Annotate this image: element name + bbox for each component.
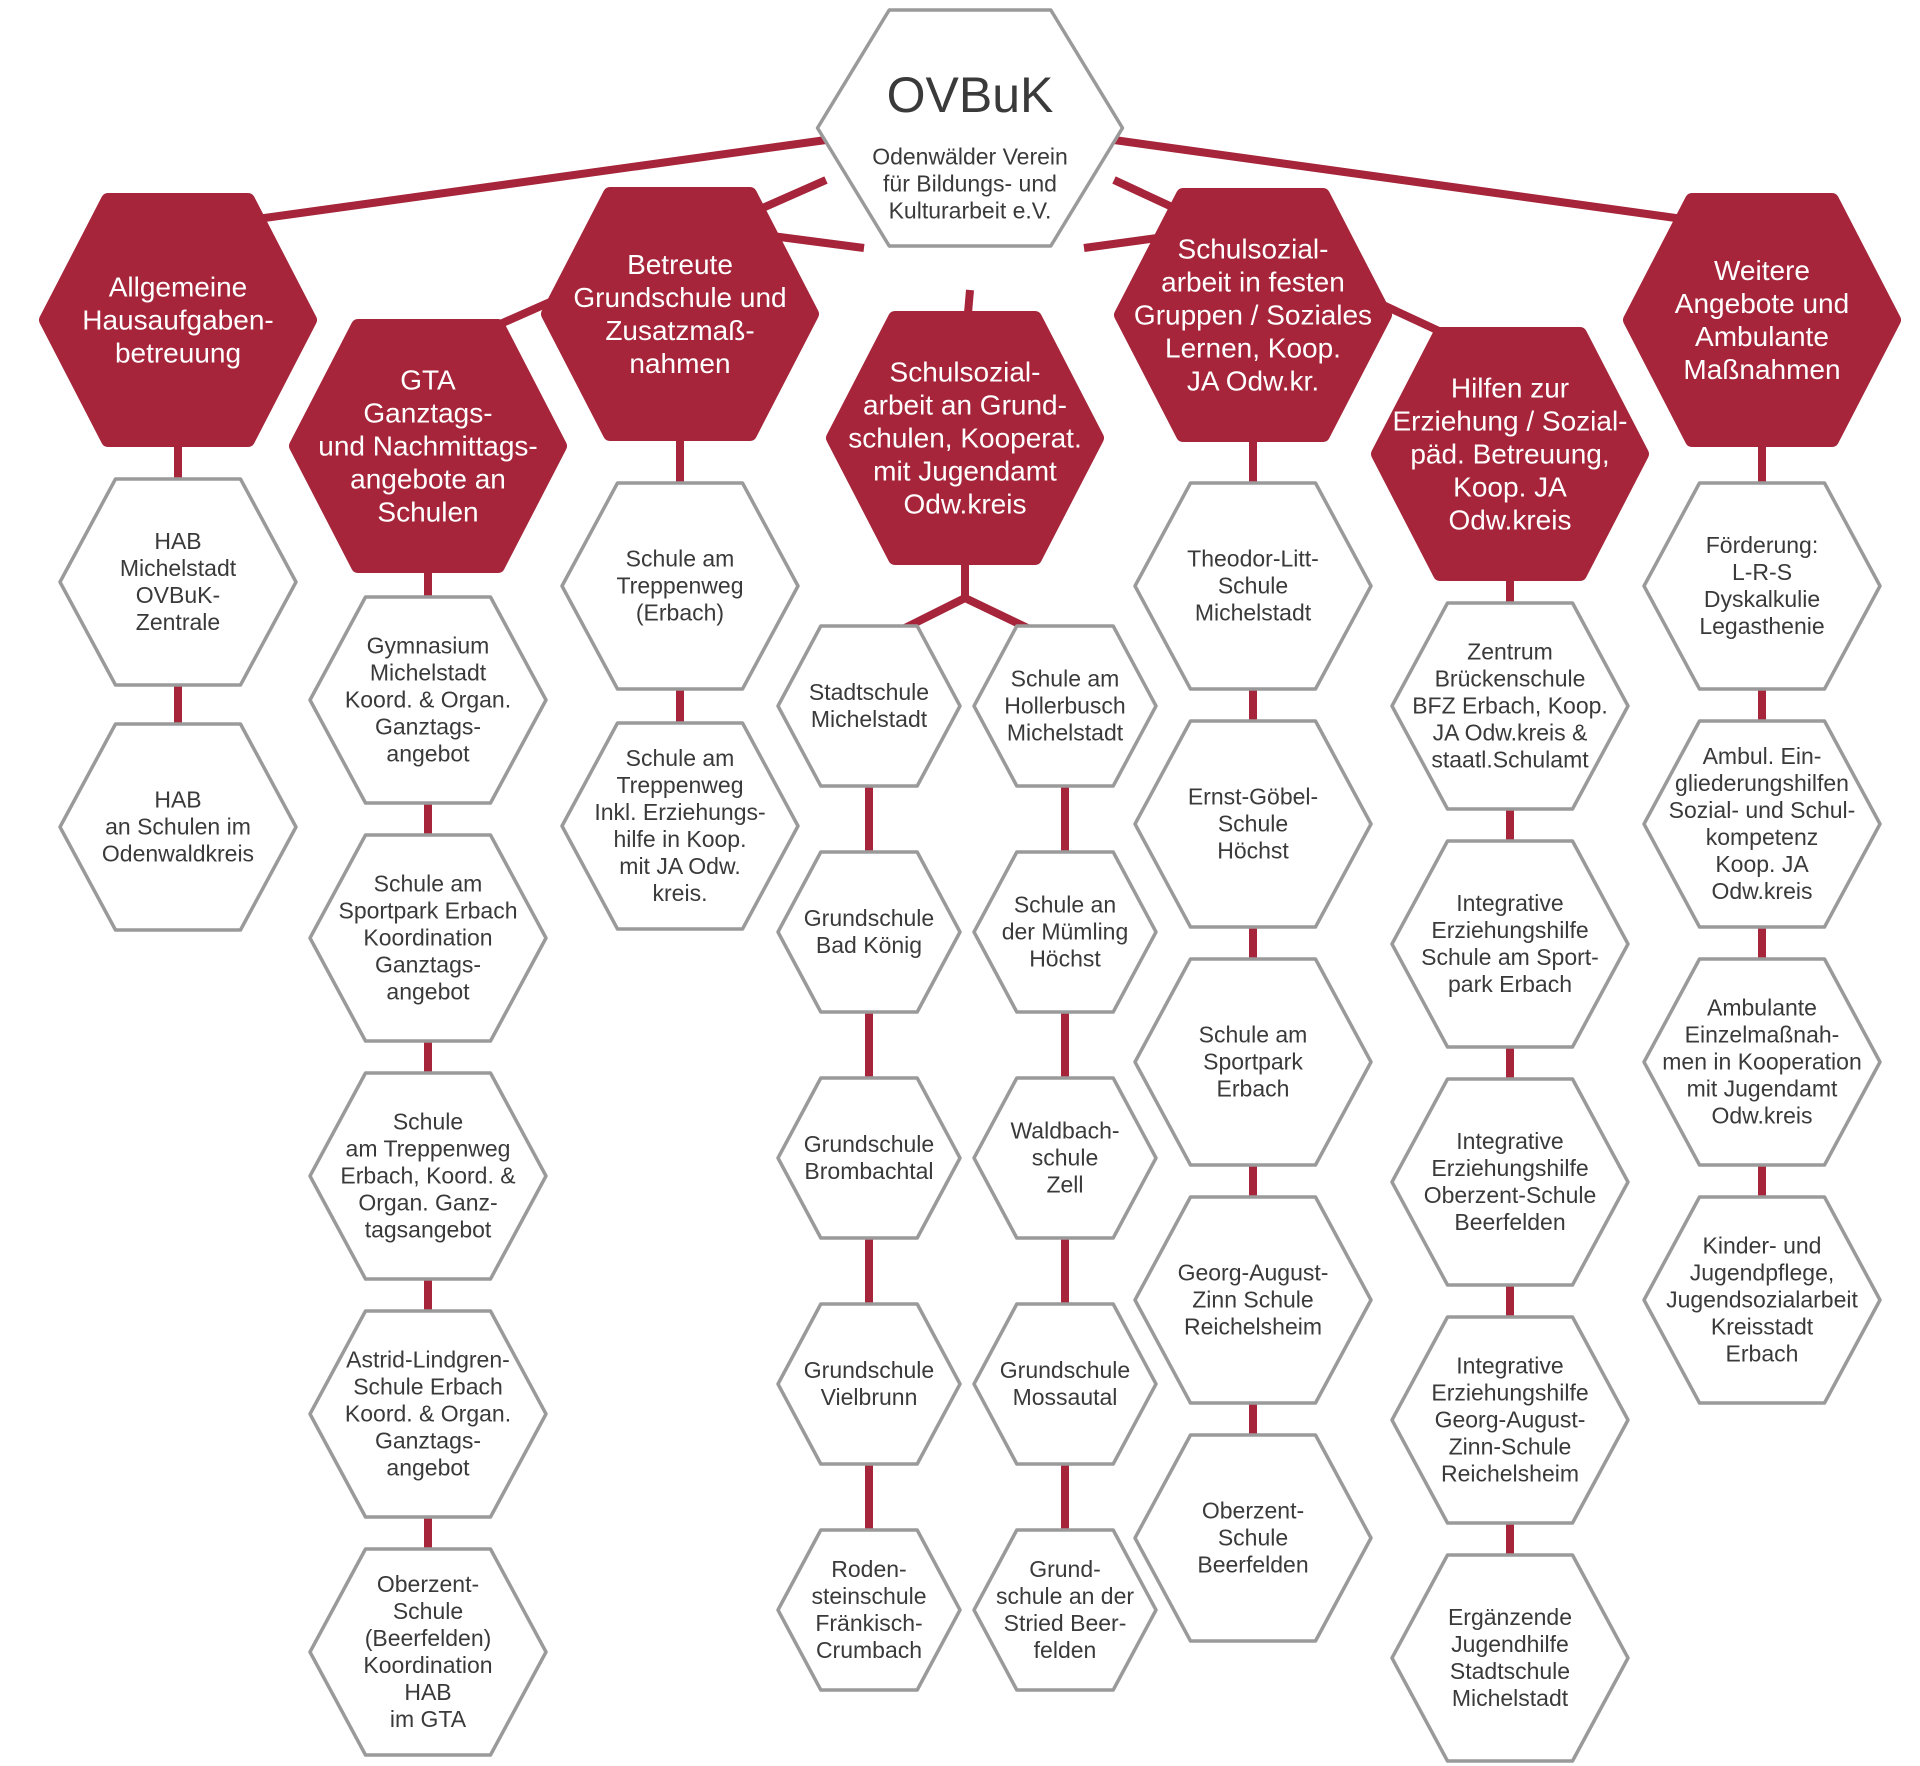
item-hexagon	[308, 833, 548, 1043]
item-hexagon	[1390, 839, 1630, 1049]
item-hexagon	[776, 850, 962, 1014]
item-hexagon	[972, 1302, 1158, 1466]
item-hexagon	[308, 1547, 548, 1757]
item-hexagon	[1133, 1195, 1373, 1405]
category-hexagon	[289, 319, 567, 573]
item-hexagon	[1390, 1553, 1630, 1763]
category-hexagon	[1114, 188, 1392, 442]
category-hexagon	[541, 187, 819, 441]
item-hexagon	[776, 1076, 962, 1240]
item-hexagon	[308, 1309, 548, 1519]
item-hexagon	[776, 624, 962, 788]
item-hexagon	[776, 1302, 962, 1466]
item-hexagon	[58, 477, 298, 687]
item-hexagon	[972, 1528, 1158, 1692]
root-hexagon	[815, 8, 1125, 248]
item-hexagon	[972, 1076, 1158, 1240]
item-hexagon	[1642, 1195, 1882, 1405]
item-hexagon	[58, 722, 298, 932]
item-hexagon	[1642, 481, 1882, 691]
item-hexagon	[972, 624, 1158, 788]
item-hexagon	[308, 1071, 548, 1281]
item-hexagon	[1642, 719, 1882, 929]
item-hexagon	[1390, 1077, 1630, 1287]
hexagon-nodes	[39, 8, 1901, 1763]
item-hexagon	[1642, 957, 1882, 1167]
item-hexagon	[1133, 719, 1373, 929]
item-hexagon	[1390, 601, 1630, 811]
category-hexagon	[1371, 327, 1649, 581]
item-hexagon	[1133, 1433, 1373, 1643]
item-hexagon	[972, 850, 1158, 1014]
item-hexagon	[1390, 1315, 1630, 1525]
category-hexagon	[39, 193, 317, 447]
item-hexagon	[308, 595, 548, 805]
item-hexagon	[1133, 481, 1373, 691]
connector-root-to-category-6	[1113, 136, 1763, 234]
item-hexagon	[776, 1528, 962, 1692]
item-hexagon	[1133, 957, 1373, 1167]
item-hexagon	[560, 481, 800, 691]
category-hexagon	[1623, 193, 1901, 447]
item-hexagon	[560, 721, 800, 931]
connector-root-to-category-0	[177, 136, 827, 234]
category-hexagon	[826, 311, 1104, 565]
